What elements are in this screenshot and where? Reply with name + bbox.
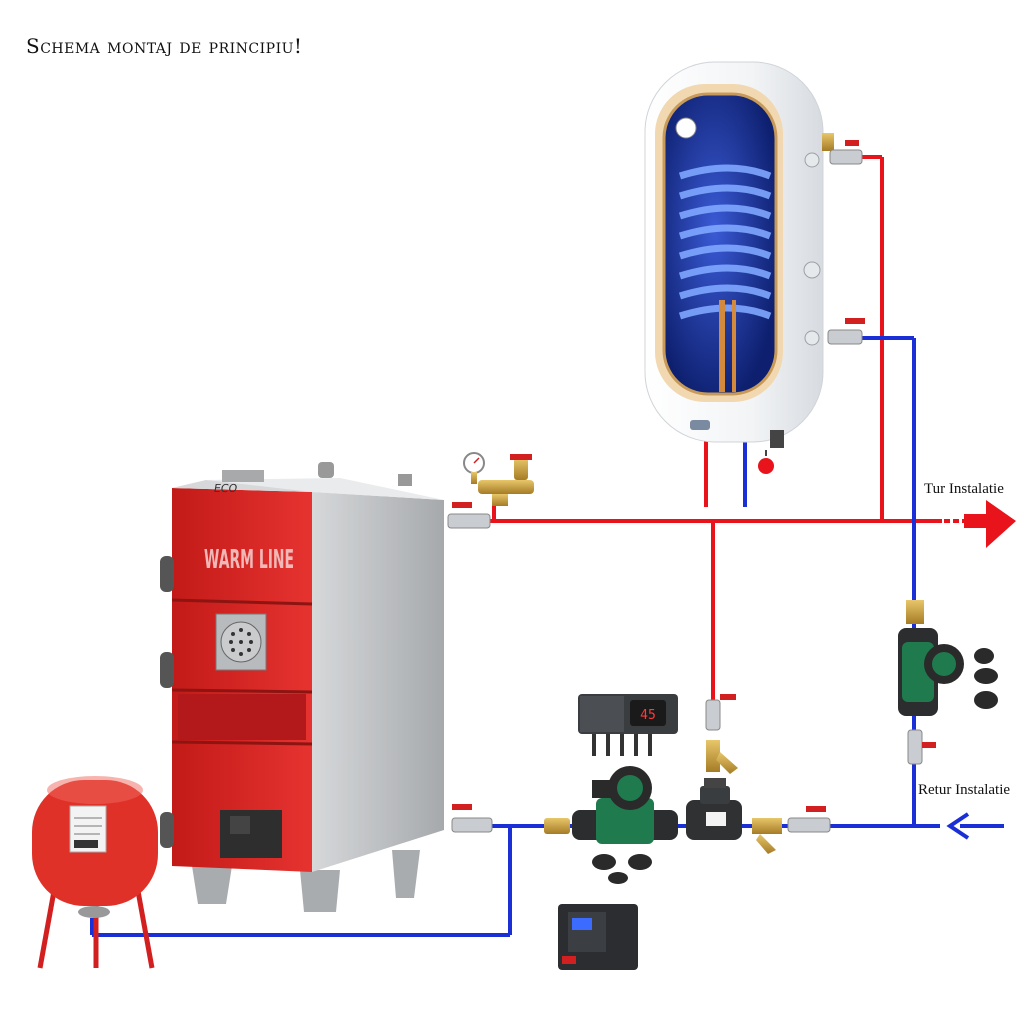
supply-pipes — [490, 155, 942, 700]
pump-controller: 45 — [578, 694, 678, 756]
return-label: Retur Instalatie — [918, 782, 1011, 798]
hot-water-tank — [644, 61, 824, 474]
tank-top-valve — [822, 133, 863, 165]
tank-bottom-valve — [827, 318, 865, 345]
diagram-title: Schema montaj de principiu! — [26, 34, 303, 58]
boiler-model-label: ECO — [213, 482, 239, 495]
boiler-brand-logo: WARM LINE — [204, 545, 294, 575]
boiler: ECO WARM LINE — [160, 462, 444, 912]
tur-arrow-icon — [964, 500, 1016, 548]
installation-fittings — [974, 648, 998, 709]
safety-group — [463, 452, 534, 506]
boiler-circulation-pump — [572, 766, 678, 844]
small-expansion-vessel — [758, 458, 774, 474]
bypass-valve — [705, 694, 736, 731]
expansion-vessel — [32, 776, 158, 969]
return-strainer — [752, 818, 782, 854]
pump-fittings — [592, 854, 652, 884]
retur-arrow-icon — [946, 812, 1004, 840]
bypass-strainer — [706, 740, 738, 774]
boiler-return-valve — [451, 804, 493, 833]
supply-label: Tur Instalatie — [924, 481, 1004, 497]
boiler-supply-valve — [447, 502, 491, 529]
installation-pump — [898, 600, 964, 716]
installation-valve — [907, 729, 936, 765]
return-valve — [787, 806, 831, 833]
tank-coil — [678, 164, 772, 320]
mixing-valve — [686, 778, 742, 840]
voltage-stabilizer — [558, 904, 638, 970]
union-fitting — [544, 818, 570, 834]
controller-display: 45 — [640, 708, 656, 723]
